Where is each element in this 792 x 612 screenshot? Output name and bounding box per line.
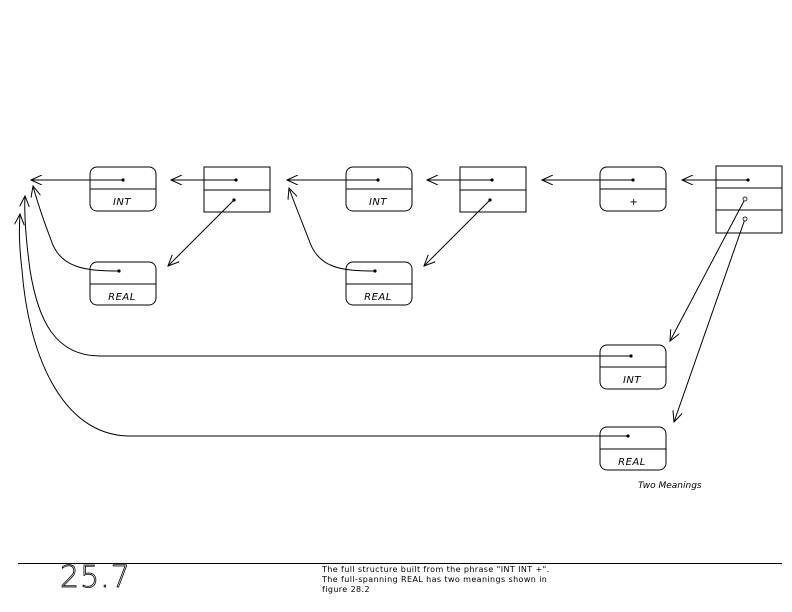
- node-label-int-2: INT: [369, 197, 387, 208]
- pointer-dots: [117, 178, 750, 438]
- node-label-plus: +: [630, 197, 639, 208]
- span-node-full: [715, 165, 783, 234]
- meaning-node-real-3: [599, 426, 667, 471]
- caption-line-3: figure 28.2: [322, 585, 370, 594]
- pointer-arrows: [19, 180, 748, 437]
- two-meanings-annotation: Two Meanings: [638, 481, 702, 491]
- node-label-int-3: INT: [623, 375, 641, 386]
- node-label-real-3: REAL: [618, 457, 646, 468]
- figure-number: 25.7: [60, 560, 131, 595]
- node-label-real-1: REAL: [108, 292, 136, 303]
- node-label-int-1: INT: [113, 197, 131, 208]
- caption-line-2: The full-spanning REAL has two meanings …: [322, 575, 548, 584]
- span-node-2: [459, 166, 527, 213]
- span-node-1: [203, 166, 271, 213]
- node-label-real-2: REAL: [364, 292, 392, 303]
- meaning-node-real-2: [345, 261, 413, 306]
- meaning-node-plus: [599, 166, 667, 212]
- caption-line-1: The full structure built from the phrase…: [322, 565, 550, 574]
- structure-diagram: INT REAL INT REAL + INT REAL Two Meaning…: [0, 165, 783, 491]
- figure-caption: The full structure built from the phrase…: [322, 565, 652, 595]
- meaning-node-int-2: [345, 166, 413, 212]
- meaning-node-int-3: [599, 344, 667, 390]
- footer-rule: [18, 563, 782, 564]
- meaning-node-real-1: [89, 261, 157, 306]
- meaning-node-int-1: [89, 166, 157, 212]
